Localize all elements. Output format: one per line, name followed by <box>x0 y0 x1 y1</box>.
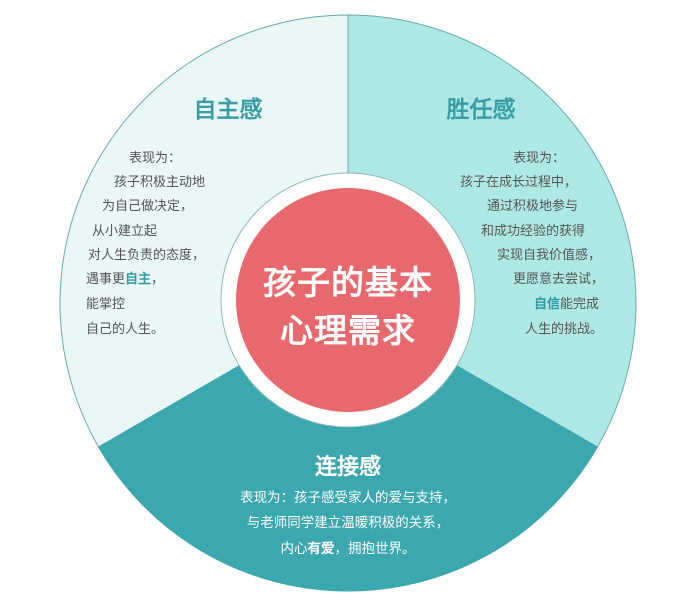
competence-line: 人生的挑战。 <box>525 322 604 337</box>
text: 能完成 <box>560 297 600 312</box>
autonomy-line: 对人生负责的态度， <box>88 248 206 263</box>
competence-line: 表现为： <box>513 151 566 166</box>
center-circle <box>236 188 460 412</box>
relatedness-line: 内心有爱，拥抱世界。 <box>0 537 689 557</box>
sector-relatedness <box>97 302 599 592</box>
autonomy-line: 为自己做决定， <box>102 199 194 214</box>
autonomy-line: 自己的人生。 <box>86 322 165 337</box>
competence-line: 和成功经验的获得 <box>481 224 586 239</box>
competence-line: 通过积极地参与 <box>487 199 579 214</box>
autonomy-line: 从小建立起 <box>92 224 158 239</box>
autonomy-line: 能掌控 <box>86 297 126 312</box>
text: 内心 <box>280 541 308 557</box>
text: 遇事更 <box>86 272 126 287</box>
relatedness-line: 与老师同学建立温暖积极的关系， <box>246 515 450 531</box>
competence-line: 实现自我价值感， <box>497 248 602 263</box>
relatedness-line: 表现为：孩子感受家人的爱与支持， <box>240 490 456 506</box>
highlight-text: 自主 <box>125 272 152 287</box>
autonomy-line: 孩子积极主动地 <box>114 175 206 190</box>
relatedness-title: 连接感 <box>314 455 382 480</box>
competence-title: 胜任感 <box>446 97 516 123</box>
highlight-text: 有爱 <box>307 541 335 557</box>
autonomy-line: 表现为： <box>129 151 182 166</box>
highlight-text: 自信 <box>534 297 561 312</box>
center-title-line1: 孩子的基本 <box>263 263 433 302</box>
competence-line: 孩子在成长过程中， <box>460 175 578 190</box>
autonomy-line: 遇事更自主， <box>86 272 164 288</box>
competence-line: 自信能完成 <box>534 297 599 313</box>
center-title-line2: 心理需求 <box>280 311 416 350</box>
competence-line: 更愿意去尝试， <box>513 272 605 287</box>
autonomy-title: 自主感 <box>193 97 263 123</box>
text: ， <box>151 272 165 287</box>
text: ，拥抱世界。 <box>334 541 416 557</box>
